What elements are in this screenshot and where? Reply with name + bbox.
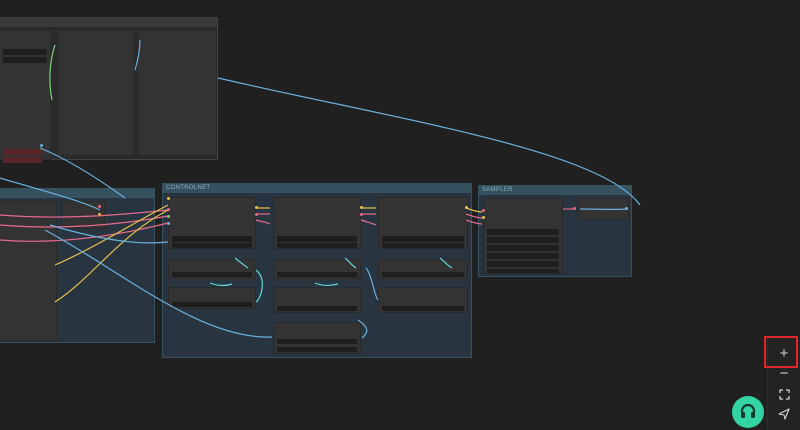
controlnet-node-8[interactable] <box>273 287 361 313</box>
sampler-output-node[interactable] <box>577 198 629 220</box>
node-widget[interactable] <box>382 306 464 311</box>
node-widget[interactable] <box>172 272 252 277</box>
node-widget[interactable] <box>382 236 464 242</box>
controlnet-node-4[interactable] <box>168 259 256 279</box>
node-widget[interactable] <box>382 272 464 277</box>
fit-view-icon <box>778 388 790 400</box>
slot-dot[interactable] <box>625 207 628 210</box>
node-widget[interactable] <box>487 269 559 273</box>
slot-dot[interactable] <box>255 206 258 209</box>
node-widget[interactable] <box>277 272 357 277</box>
controlnet-node-5[interactable] <box>273 259 361 279</box>
node-title-bar[interactable] <box>484 199 562 205</box>
node-widget[interactable] <box>3 49 47 55</box>
locate-button[interactable] <box>769 404 799 424</box>
node-widget[interactable] <box>487 229 559 235</box>
node-widget[interactable] <box>3 57 47 63</box>
slot-dot[interactable] <box>167 208 170 211</box>
node-widget[interactable] <box>382 243 464 248</box>
slot-dot[interactable] <box>167 215 170 218</box>
group-controlnet-header[interactable]: CONTROLNET <box>163 184 471 193</box>
node-widget[interactable] <box>172 243 252 248</box>
fit-view-button[interactable] <box>769 384 799 404</box>
controlnet-node-7[interactable] <box>168 287 256 309</box>
node-left-a[interactable] <box>0 201 57 341</box>
slot-dot[interactable] <box>482 216 485 219</box>
node-widget[interactable] <box>487 237 559 243</box>
slot-dot[interactable] <box>167 222 170 225</box>
zoom-in-label: + <box>779 345 789 362</box>
headset-icon <box>740 403 756 418</box>
node-widget-error[interactable] <box>3 157 42 163</box>
zoom-out-label: − <box>779 365 789 382</box>
node-title-bar[interactable] <box>169 198 255 204</box>
slot-dot[interactable] <box>465 206 468 209</box>
group-left-middle-header[interactable] <box>0 189 154 198</box>
node-widget[interactable] <box>487 245 559 251</box>
slot-dot[interactable] <box>167 197 170 200</box>
group-sampler[interactable]: SAMPLER <box>478 185 632 277</box>
controlnet-node-2[interactable] <box>273 197 361 249</box>
node-top-left-a[interactable] <box>0 30 51 163</box>
node-widget-error[interactable] <box>3 149 42 155</box>
zoom-out-button[interactable]: − <box>769 364 799 384</box>
controlnet-node-3[interactable] <box>378 197 468 249</box>
slot-dot[interactable] <box>40 144 43 147</box>
slot-dot[interactable] <box>482 209 485 212</box>
group-sampler-header[interactable]: SAMPLER <box>479 186 631 195</box>
slot-dot[interactable] <box>360 206 363 209</box>
group-top-left[interactable] <box>0 17 218 163</box>
node-top-left-b[interactable] <box>57 30 135 156</box>
node-widget[interactable] <box>277 306 357 311</box>
slot-dot[interactable] <box>573 207 576 210</box>
group-controlnet[interactable]: CONTROLNET <box>162 183 472 358</box>
zoom-controls: + − <box>767 338 800 430</box>
group-top-left-header[interactable] <box>0 18 217 27</box>
node-widget[interactable] <box>277 339 357 344</box>
controlnet-node-6[interactable] <box>378 259 468 279</box>
node-widget[interactable] <box>172 236 252 242</box>
node-widget[interactable] <box>277 236 357 242</box>
group-left-middle[interactable] <box>0 188 155 343</box>
sampler-node[interactable] <box>483 198 563 274</box>
node-top-left-c[interactable] <box>137 30 217 156</box>
slot-dot[interactable] <box>98 205 101 208</box>
slot-dot[interactable] <box>360 213 363 216</box>
controlnet-node-10[interactable] <box>273 322 361 354</box>
node-widget[interactable] <box>277 347 357 352</box>
slot-dot[interactable] <box>255 213 258 216</box>
support-button[interactable] <box>732 396 764 428</box>
node-title-bar[interactable] <box>274 198 360 204</box>
node-widget[interactable] <box>487 253 559 259</box>
controlnet-node-9[interactable] <box>378 287 468 313</box>
node-title-bar[interactable] <box>379 198 467 204</box>
node-widget[interactable] <box>172 302 252 307</box>
node-widget[interactable] <box>487 261 559 267</box>
slot-dot[interactable] <box>98 213 101 216</box>
controlnet-node-1[interactable] <box>168 197 256 249</box>
node-widget[interactable] <box>277 243 357 248</box>
send-arrow-icon <box>778 408 790 420</box>
zoom-in-button[interactable]: + <box>769 344 799 364</box>
zoom-in-highlight <box>764 336 798 368</box>
